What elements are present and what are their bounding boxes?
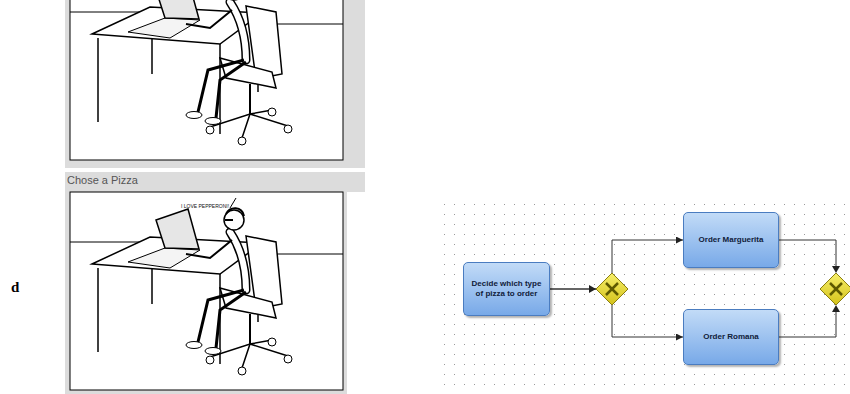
process-box: Decide which type of pizza to order: [463, 262, 550, 316]
gateway-cross: [606, 283, 618, 295]
arrow-head: [589, 285, 596, 293]
panel-letter: d: [11, 279, 19, 296]
comic-panel: [70, 192, 343, 390]
task-label: Order Romana: [703, 332, 759, 342]
gateway-cross: [830, 283, 842, 295]
xor-gateway: [820, 273, 850, 305]
panel-frame: [65, 192, 347, 394]
gateway-cross: [606, 283, 618, 295]
xor-gateway: [596, 273, 628, 305]
process-box: Order Romana: [683, 309, 779, 365]
arrow-head: [832, 305, 840, 312]
merge-flow: [779, 240, 836, 270]
panel-frame: [65, 172, 365, 192]
sequence-flow: [550, 289, 683, 337]
task-label: Decide which type of pizza to order: [467, 279, 546, 299]
task-label: Order Marguerita: [699, 235, 764, 245]
comic-panel: [70, 0, 343, 160]
sequence-flow: [550, 240, 683, 289]
arrow-head: [832, 266, 840, 273]
office-scene: [70, 0, 343, 145]
office-scene: [70, 198, 343, 375]
speech-text: I LOVE PEPPERONI!: [165, 203, 245, 209]
gateway-cross: [830, 283, 842, 295]
process-box: Order Marguerita: [683, 212, 779, 268]
panel-heading: Chose a Pizza: [67, 174, 138, 186]
comic-panel-node: Chose a Pizza I LOVE PEPPERONI!: [65, 172, 365, 394]
merge-flow: [779, 308, 836, 337]
dot-grid: [438, 204, 850, 394]
